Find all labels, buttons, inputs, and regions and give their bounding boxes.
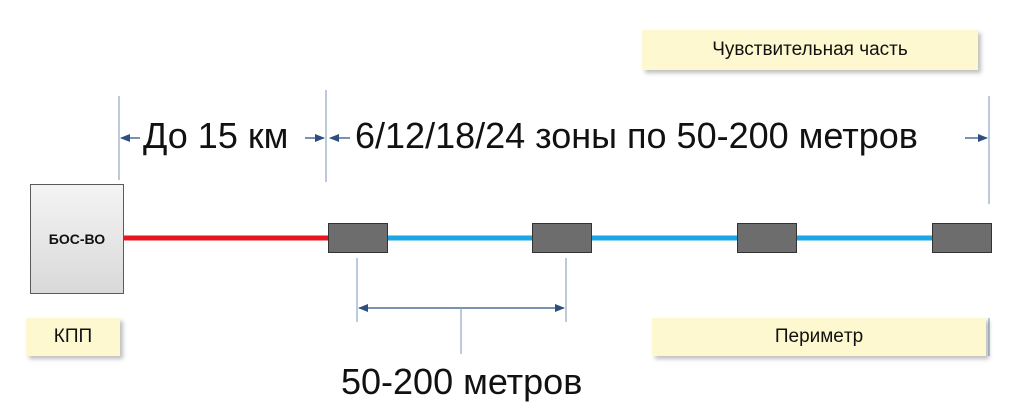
sensor-node — [328, 223, 388, 253]
perimeter-label: Перимeтр — [652, 318, 986, 356]
checkpoint-label: КПП — [26, 318, 120, 356]
zones-dimension-text: 6/12/18/24 зоны по 50-200 метров — [355, 115, 918, 156]
sensor-node — [932, 223, 992, 253]
sensitive-part-label: Чувствительная часть — [642, 30, 978, 70]
distance-dimension-text: До 15 км — [143, 115, 289, 156]
bos-vo-label: БОС-ВО — [48, 231, 106, 247]
sensor-node — [737, 223, 797, 253]
spacing-dimension-text: 50-200 метров — [341, 361, 583, 402]
bos-vo-unit: БОС-ВО — [30, 184, 124, 294]
sensor-node — [532, 223, 592, 253]
